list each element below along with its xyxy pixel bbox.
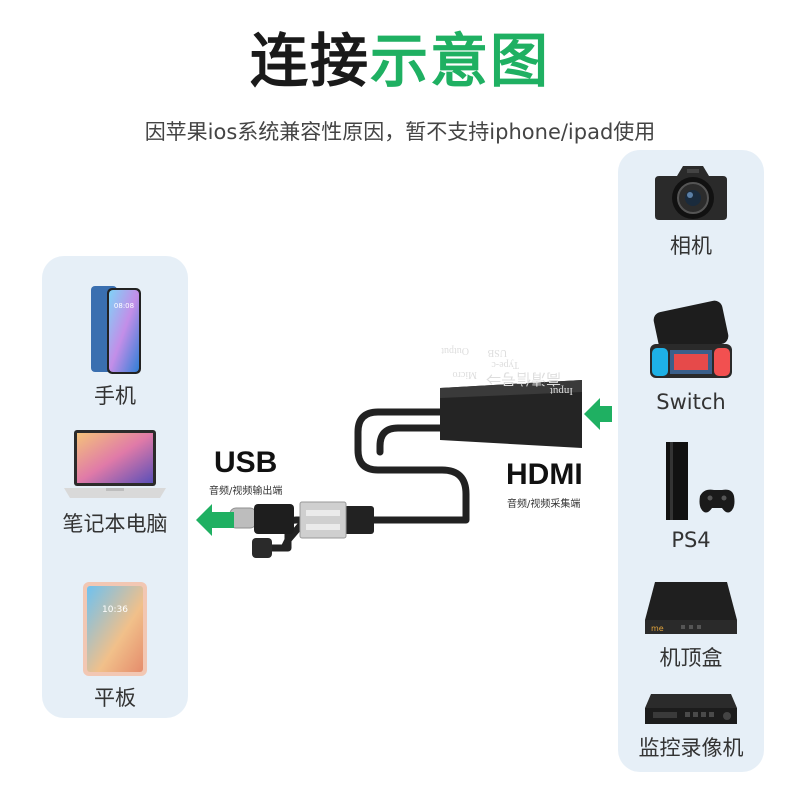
adapter-text-usb: USB [487, 347, 507, 358]
video-recorder-icon [645, 694, 737, 724]
camera-icon [655, 166, 727, 220]
device-label: PS4 [671, 528, 711, 552]
adapter-text-input: Input [550, 385, 573, 397]
device-set-top-box: me 机顶盒 [618, 574, 764, 672]
device-label: Switch [656, 390, 726, 414]
device-laptop: 笔记本电脑 [42, 428, 188, 538]
usb-sublabel: 音频/视频输出端 [209, 486, 283, 497]
device-ps4: PS4 [618, 438, 764, 552]
hdmi-label: HDMI [506, 458, 583, 491]
laptop-icon [64, 430, 166, 498]
ps4-console-icon [666, 442, 735, 520]
adapter-text-typec: Type-c [491, 359, 519, 370]
adapter-box: Input 高清信号⇒ Type-c USB Micro Output [440, 345, 582, 448]
device-label: 相机 [670, 234, 712, 258]
smartphone-icon: 08:08 [91, 286, 141, 374]
adapter-text-output: Output [441, 345, 469, 356]
device-label: 机顶盒 [659, 646, 723, 670]
svg-text:08:08: 08:08 [114, 302, 134, 310]
set-top-box-icon: me [645, 582, 737, 634]
svg-text:me: me [651, 624, 664, 633]
game-console-icon [650, 300, 732, 378]
device-label: 笔记本电脑 [62, 512, 168, 536]
arrow-from-input [584, 398, 612, 430]
arrow-to-output [196, 504, 234, 536]
usb-a-connector [299, 501, 374, 539]
hdmi-sublabel: 音频/视频采集端 [507, 499, 581, 510]
tablet-icon: 10:36 [83, 582, 147, 676]
adapter-text-micro: Micro [453, 369, 477, 380]
subtitle: 因苹果ios系统兼容性原因，暂不支持iphone/ipad使用 [144, 120, 656, 144]
device-switch: Switch [618, 300, 764, 414]
cable-lines [266, 408, 470, 552]
device-label: 平板 [94, 686, 136, 710]
usb-label: USB [214, 446, 278, 479]
adapter-text-signal: 高清信号⇒ [486, 370, 561, 387]
device-label: 监控录像机 [638, 736, 744, 760]
device-camera: 相机 [618, 158, 764, 260]
page-title: 连接示意图 [0, 26, 800, 96]
device-tablet: 10:36 平板 [42, 580, 188, 712]
device-smartphone: 08:08 手机 [42, 284, 188, 410]
device-label: 手机 [94, 384, 136, 408]
type-c-connector [229, 504, 294, 558]
svg-text:10:36: 10:36 [102, 605, 128, 615]
title-part-2: 示意图 [370, 27, 551, 95]
input-devices-panel [618, 150, 764, 772]
title-part-1: 连接 [249, 27, 370, 95]
device-video-recorder: 监控录像机 [618, 690, 764, 762]
